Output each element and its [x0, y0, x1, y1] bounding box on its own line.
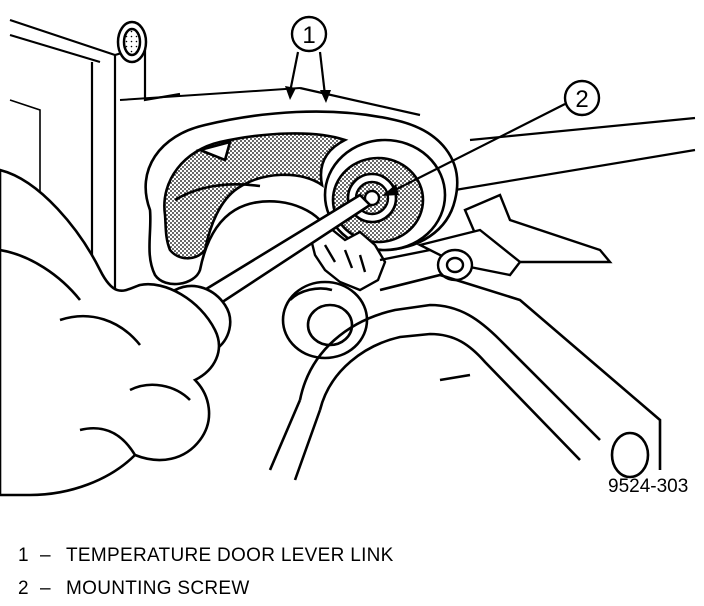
figure-number: 9524-303 — [608, 476, 688, 497]
callout-2-number: 2 — [575, 86, 588, 113]
callout-1-number: 1 — [302, 22, 315, 49]
actuator-knob — [281, 280, 369, 360]
legend-item-number: 2 — [18, 578, 29, 599]
housing-frame — [268, 273, 662, 481]
legend-item-text: TEMPERATURE DOOR LEVER LINK — [66, 545, 394, 566]
callout-2: 2 — [382, 79, 601, 196]
door-gear — [308, 226, 387, 292]
illustration: 1 2 9524-303 — [0, 15, 696, 497]
callout-1: 1 — [285, 15, 331, 103]
hand — [0, 168, 221, 497]
legend-item-number: 1 — [18, 545, 29, 566]
legend-item-2: 2–MOUNTING SCREW — [18, 578, 250, 600]
plug-circle — [116, 20, 148, 64]
legend-item-dash: – — [40, 578, 51, 599]
legend-item-1: 1–TEMPERATURE DOOR LEVER LINK — [18, 545, 394, 567]
legend-item-dash: – — [40, 545, 51, 566]
legend-item-text: MOUNTING SCREW — [66, 578, 250, 599]
